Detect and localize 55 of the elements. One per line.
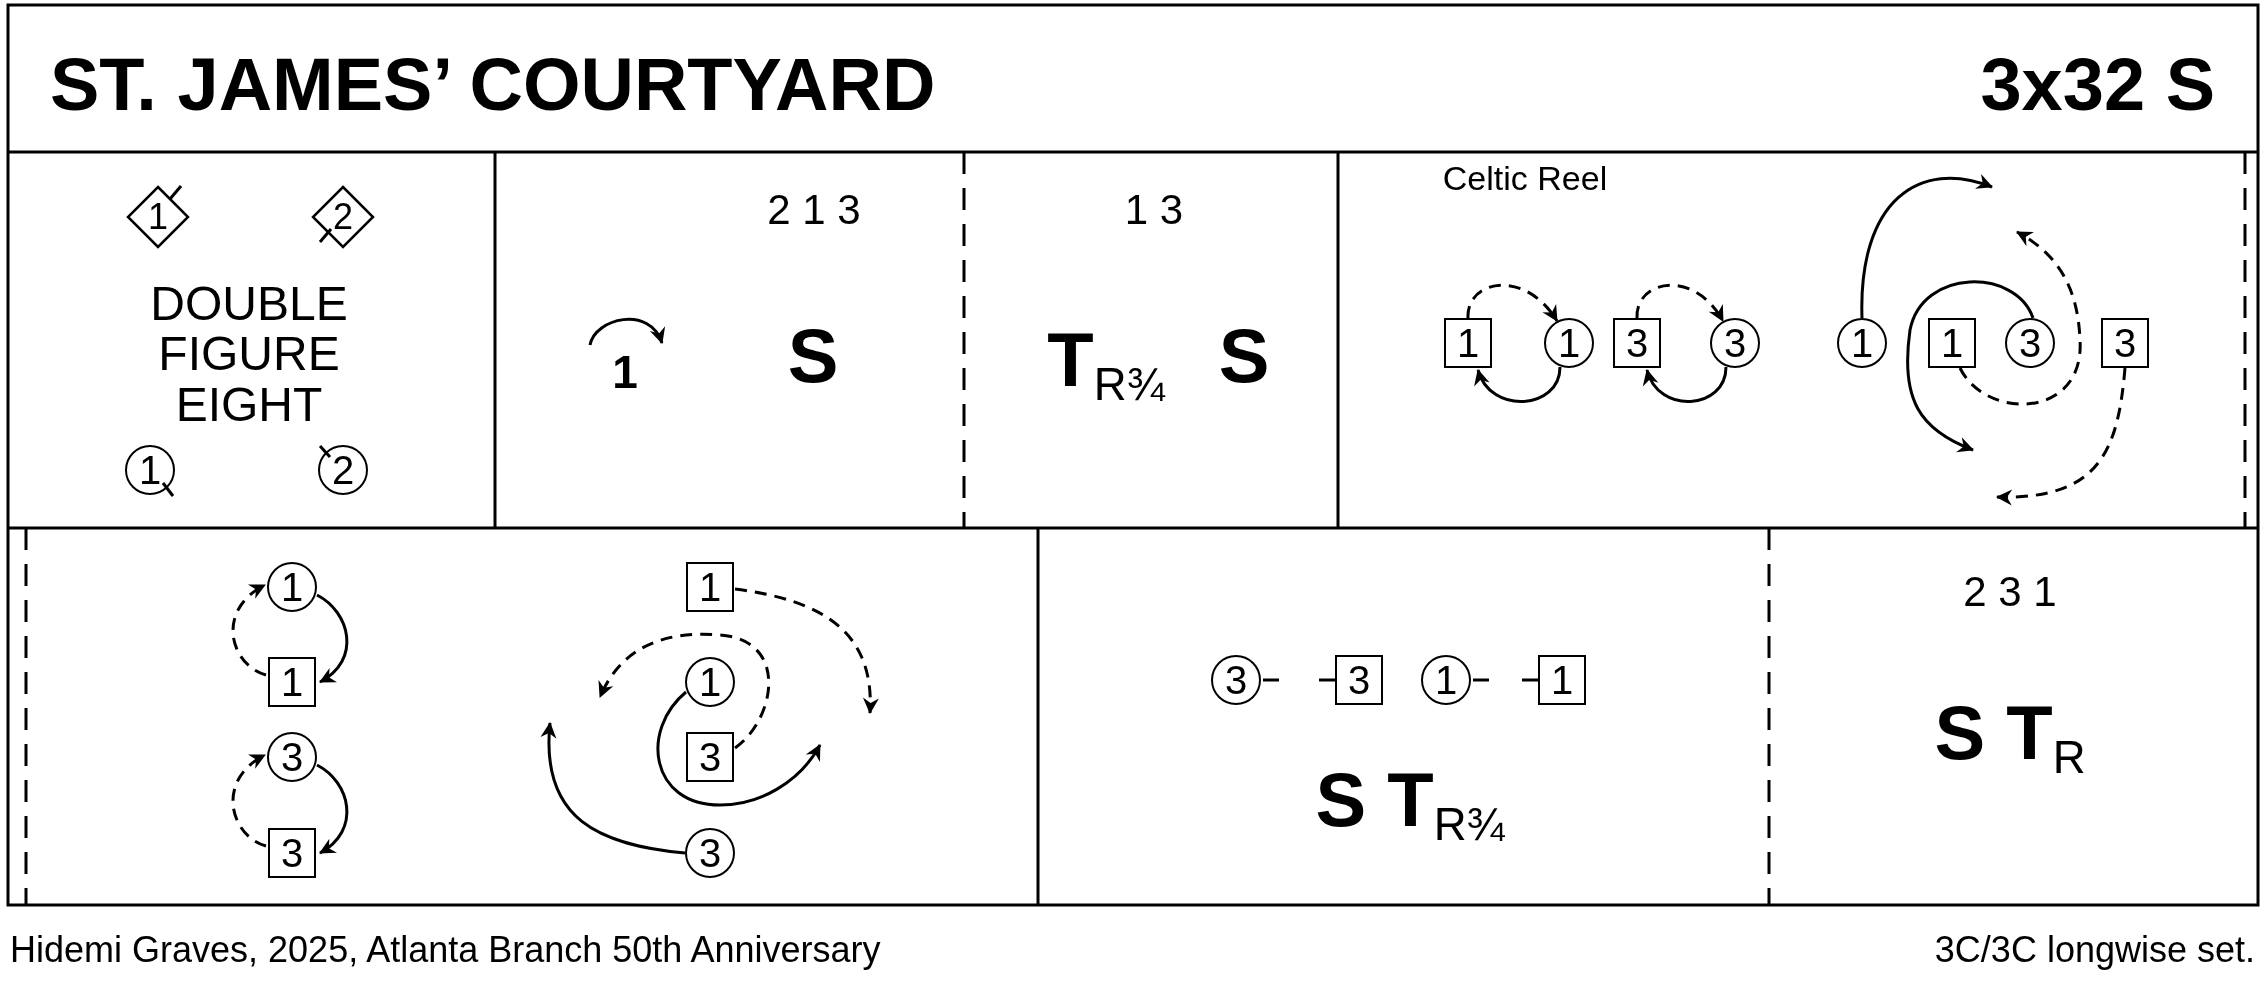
dancer-square: 1 (1928, 318, 1976, 368)
dancer-square: 1 (268, 657, 316, 707)
dance-format: 3x32 S (1980, 48, 2215, 122)
dancer-diamond: 2 (311, 185, 375, 249)
dancer-circle: 3 (685, 828, 735, 878)
arrow (1860, 174, 1993, 319)
dancer-square: 3 (1335, 655, 1383, 705)
dancer-circle: 3 (2005, 318, 2055, 368)
arrow (1644, 366, 1728, 403)
dancer-square: 1 (1444, 318, 1492, 368)
position-numbers: 1 3 (1124, 189, 1184, 231)
dancer-square: 3 (1613, 318, 1661, 368)
dancer-circle: 1 (1421, 655, 1471, 705)
arrow (316, 593, 349, 684)
dancer-number: 1 (612, 349, 638, 395)
figure-name: DOUBLE FIGURE EIGHT (149, 279, 349, 431)
credit-text: Hidemi Graves, 2025, Atlanta Branch 50th Anniversary (10, 932, 881, 968)
dancer-square: 1 (1538, 655, 1586, 705)
dancer-circle: 1 (1837, 318, 1887, 368)
arrow (656, 690, 822, 807)
dancer-circle: 3 (1211, 655, 1261, 705)
dancer-circle: 3 (1710, 318, 1760, 368)
dancer-diamond: 1 (126, 185, 190, 249)
dancer-circle: 1 (125, 445, 175, 495)
step-symbol: S (787, 318, 839, 394)
arrow (316, 763, 349, 855)
dancer-circle: 3 (267, 732, 317, 782)
dancer-square: 3 (268, 828, 316, 878)
arrow (1996, 367, 2127, 505)
arrow (1466, 283, 1559, 322)
arrow (1958, 230, 2082, 406)
dancer-circle: 2 (318, 445, 368, 495)
arrow (231, 583, 267, 677)
title: ST. JAMES’ COURTYARD (50, 48, 936, 122)
dancer-circle: 1 (1544, 318, 1594, 368)
position-numbers: 2 1 3 (767, 189, 861, 231)
arrow (1635, 283, 1725, 322)
arrow (734, 587, 878, 714)
dancer-circle: 1 (267, 562, 317, 612)
step-symbol: S (1218, 318, 1270, 394)
dancer-circle: 1 (685, 657, 735, 707)
arrow (1906, 280, 2035, 452)
dancer-square: 3 (686, 732, 734, 782)
dancer-square: 1 (686, 562, 734, 612)
step-symbol: S T$_{R}$ (1934, 695, 2086, 781)
arrow (598, 632, 771, 750)
dancer-square: 3 (2101, 318, 2149, 368)
step-symbol: T$_{R¾}$ (1047, 322, 1165, 408)
figure-name: Celtic Reel (1442, 161, 1608, 195)
arrow (541, 722, 686, 855)
position-numbers: 2 3 1 (1963, 571, 2057, 613)
set-description: 3C/3C longwise set. (1934, 932, 2255, 968)
step-symbol: S T$_{R¾}$ (1315, 762, 1505, 848)
arrow (1476, 366, 1562, 403)
arrow (231, 753, 267, 848)
